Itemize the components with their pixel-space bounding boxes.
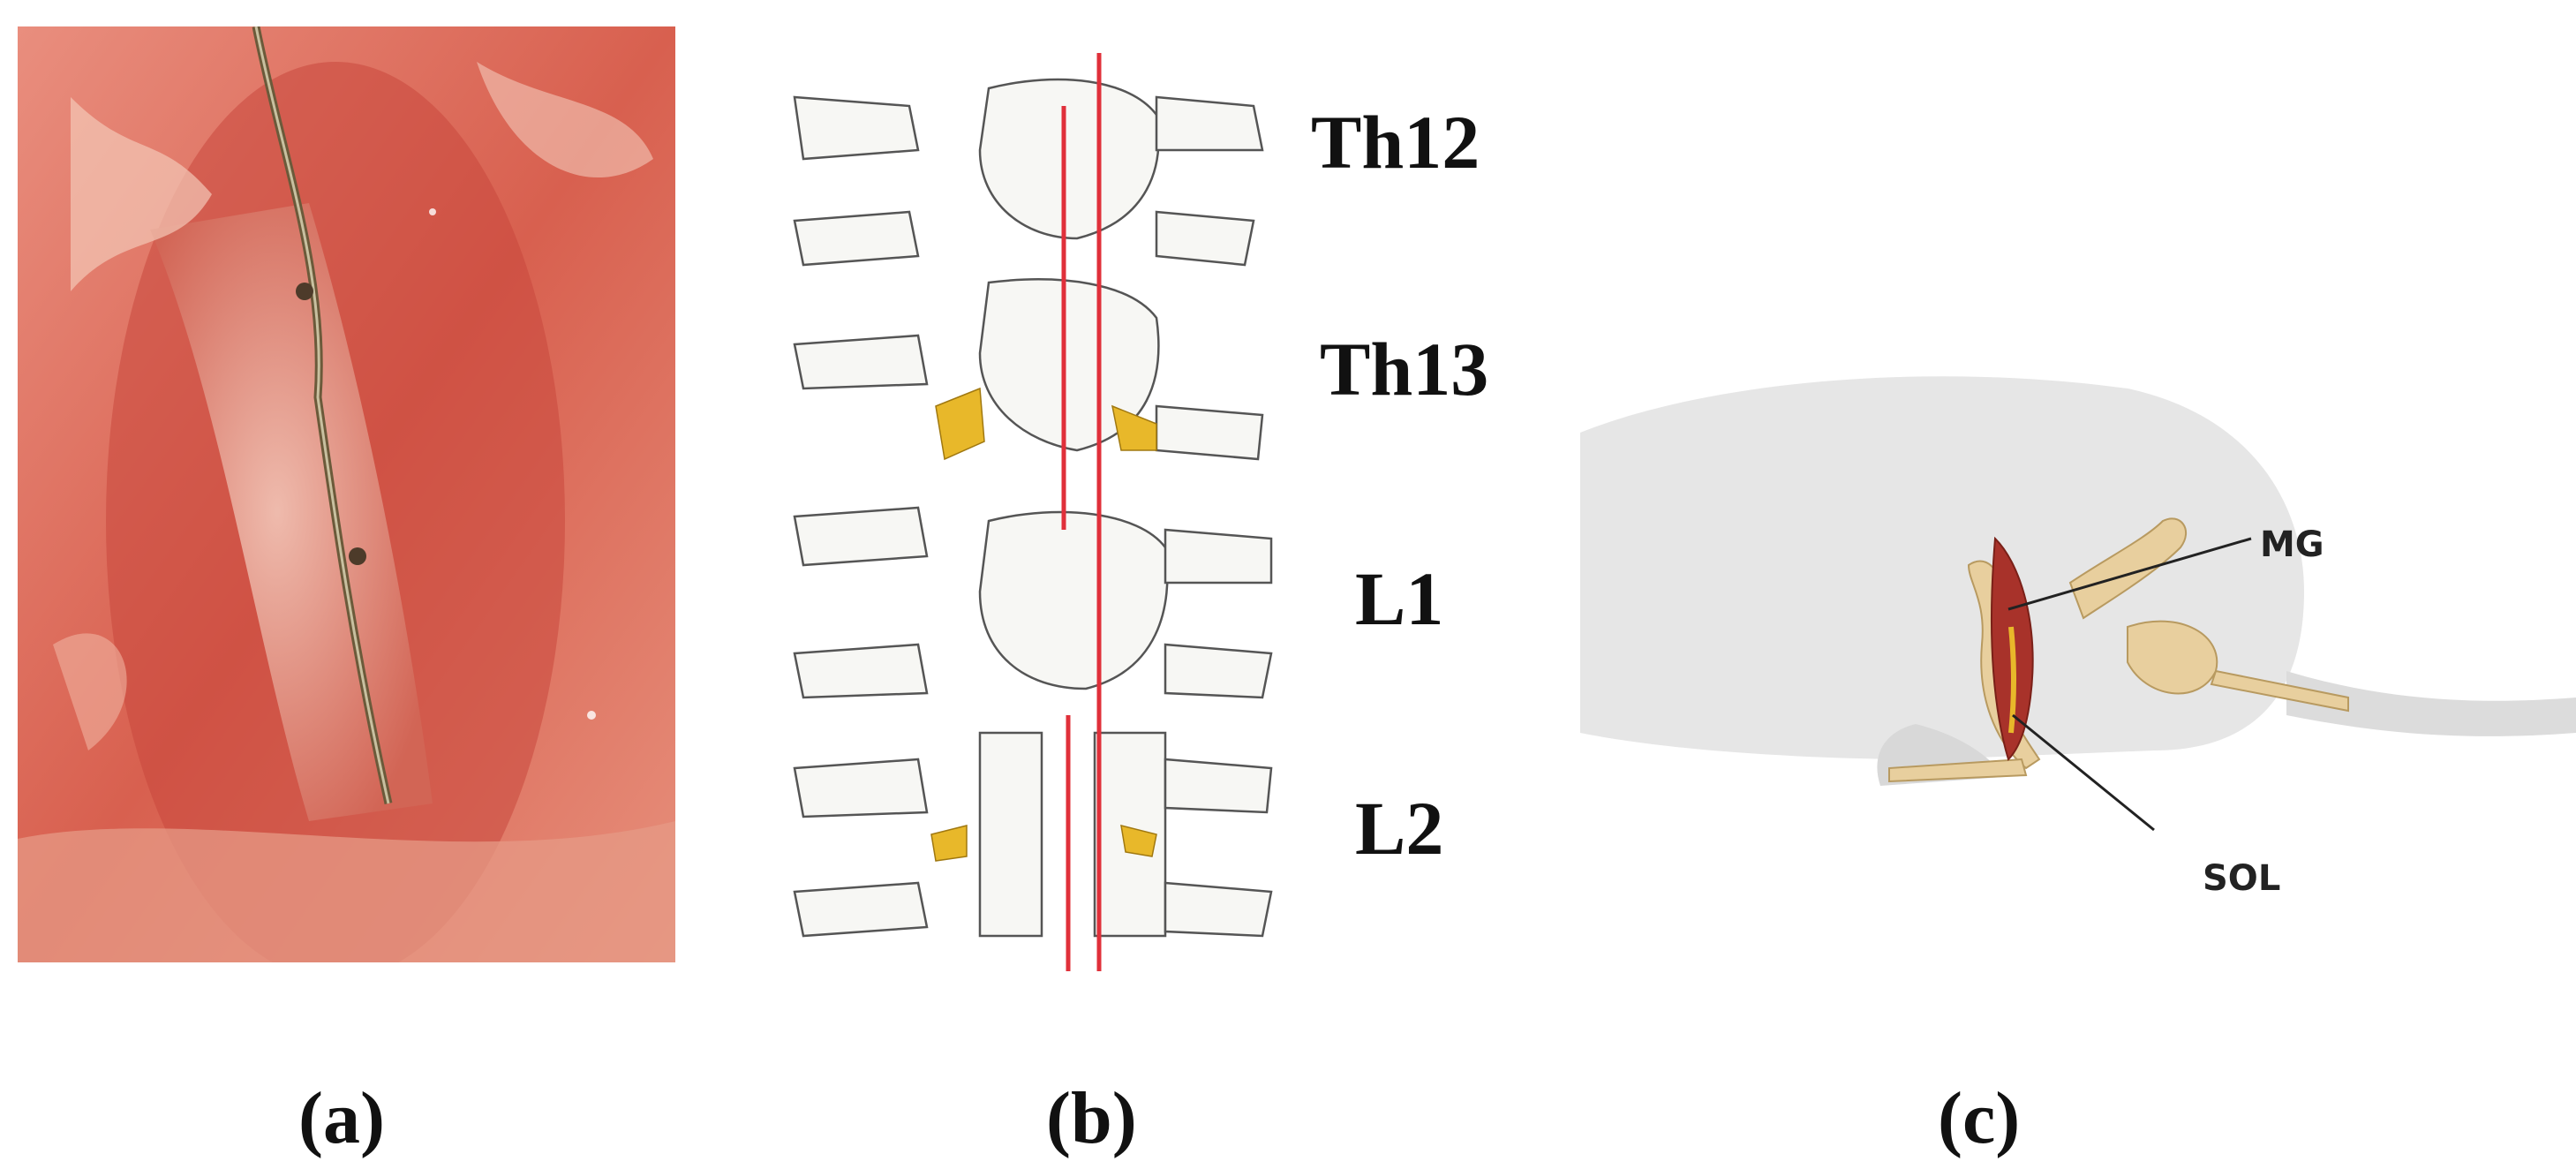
rat-hindlimb-diagram xyxy=(1580,362,2576,909)
caption-b: (b) xyxy=(1046,1077,1137,1159)
vertebra-label-l1: L1 xyxy=(1355,556,1444,641)
caption-c: (c) xyxy=(1938,1077,2021,1159)
rat-hindlimb-illustration xyxy=(1580,376,2576,832)
spine-illustration xyxy=(793,53,1273,971)
surgical-photo xyxy=(18,26,675,962)
vertebra-label-th13: Th13 xyxy=(1320,327,1489,411)
vertebra-label-th12: Th12 xyxy=(1311,100,1480,185)
caption-a: (a) xyxy=(298,1077,385,1159)
spine-diagram xyxy=(777,35,1360,989)
surgical-photo-illustration xyxy=(18,26,675,962)
muscle-label-mg: MG xyxy=(2260,524,2324,565)
vertebra-label-l2: L2 xyxy=(1355,786,1444,871)
muscle-label-sol: SOL xyxy=(2203,858,2281,899)
